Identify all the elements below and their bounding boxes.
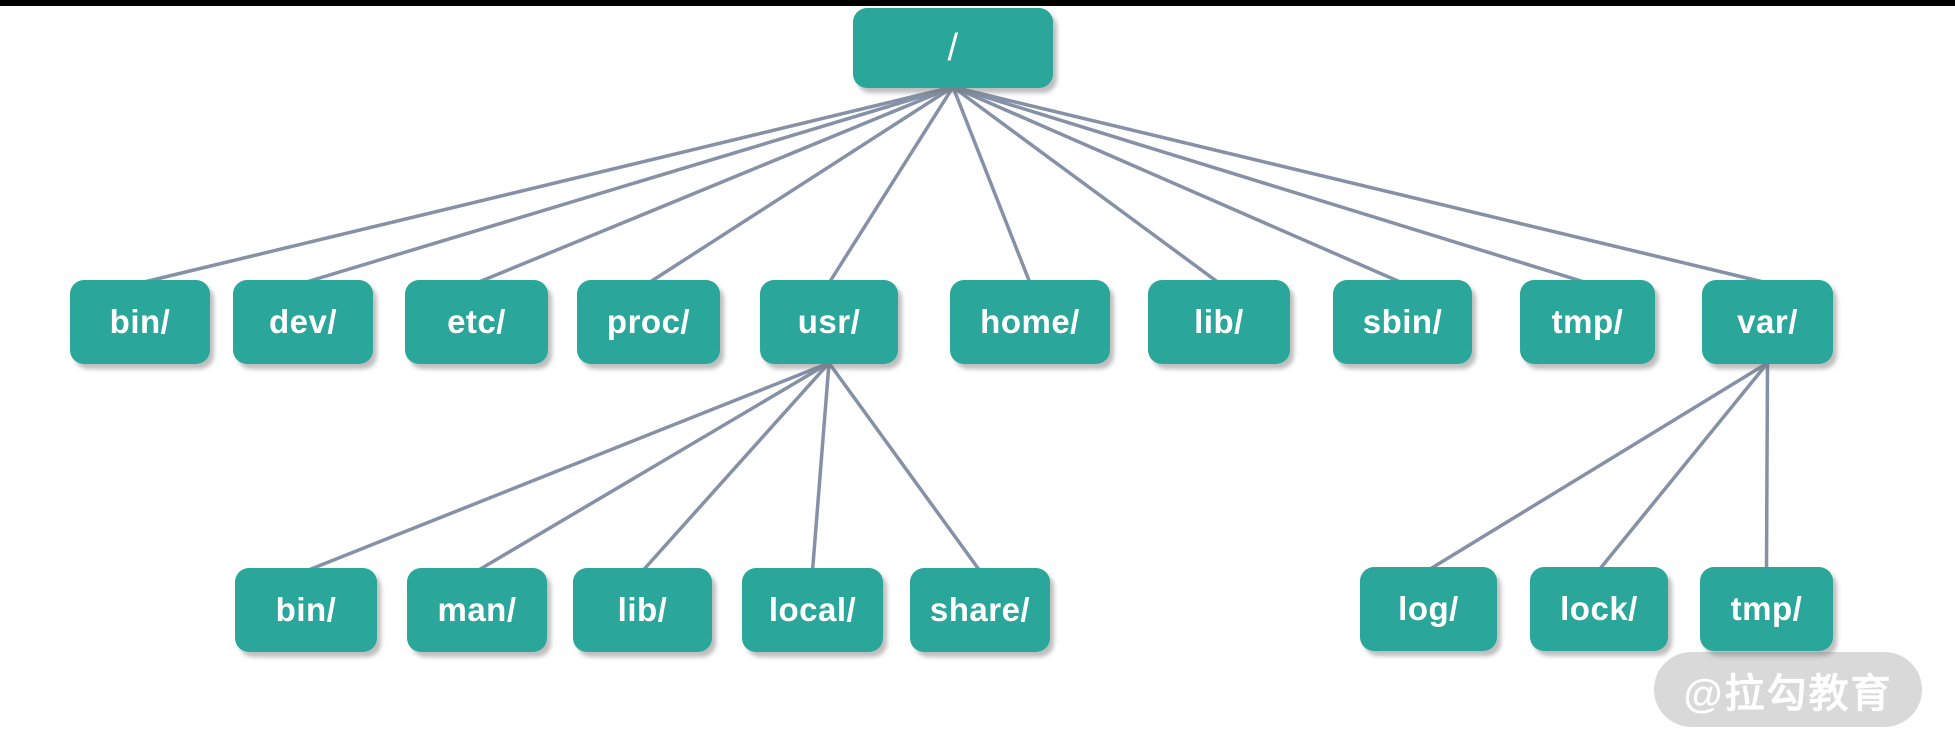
tree-node-var-tmp: tmp/ [1700, 567, 1833, 651]
tree-edge-usr-usr-man [475, 361, 831, 573]
tree-edge-usr-usr-share [827, 361, 982, 573]
tree-node-bin: bin/ [70, 280, 210, 364]
tree-node-usr: usr/ [760, 280, 898, 364]
tree-node-root: / [853, 8, 1053, 88]
top-bar [0, 0, 1955, 6]
tree-node-proc: proc/ [577, 280, 720, 364]
tree-edge-var-var-tmp [1764, 361, 1770, 572]
tree-edge-root-home [951, 85, 1032, 285]
tree-edge-var-var-log [1426, 361, 1770, 572]
tree-edge-root-etc [474, 85, 955, 285]
tree-edge-root-tmp [951, 85, 1590, 285]
tree-node-var-log: log/ [1360, 567, 1497, 651]
tree-edge-root-lib [951, 85, 1221, 285]
tree-edge-root-proc [646, 85, 955, 285]
tree-edge-root-dev [301, 85, 955, 285]
tree-edge-var-var-lock [1597, 361, 1770, 572]
tree-node-sbin: sbin/ [1333, 280, 1472, 364]
tree-node-usr-man: man/ [407, 568, 547, 652]
tree-node-home: home/ [950, 280, 1110, 364]
tree-edge-root-var [951, 85, 1770, 285]
tree-node-var: var/ [1702, 280, 1833, 364]
tree-edge-root-usr [827, 85, 955, 285]
tree-edge-usr-usr-local [810, 361, 831, 573]
tree-node-usr-share: share/ [910, 568, 1050, 652]
tree-edge-root-sbin [951, 85, 1405, 285]
tree-node-lib: lib/ [1148, 280, 1290, 364]
tree-edge-root-bin [138, 85, 955, 285]
watermark-badge: @拉勾教育 [1654, 652, 1922, 727]
tree-node-usr-bin: bin/ [235, 568, 377, 652]
tree-node-var-lock: lock/ [1530, 567, 1668, 651]
tree-node-usr-lib: lib/ [573, 568, 712, 652]
tree-edge-usr-usr-lib [640, 361, 831, 573]
tree-node-etc: etc/ [405, 280, 548, 364]
tree-node-tmp: tmp/ [1520, 280, 1655, 364]
tree-node-dev: dev/ [233, 280, 373, 364]
tree-node-usr-local: local/ [742, 568, 883, 652]
watermark-text: @拉勾教育 [1683, 671, 1893, 716]
tree-edge-usr-usr-bin [304, 361, 831, 573]
